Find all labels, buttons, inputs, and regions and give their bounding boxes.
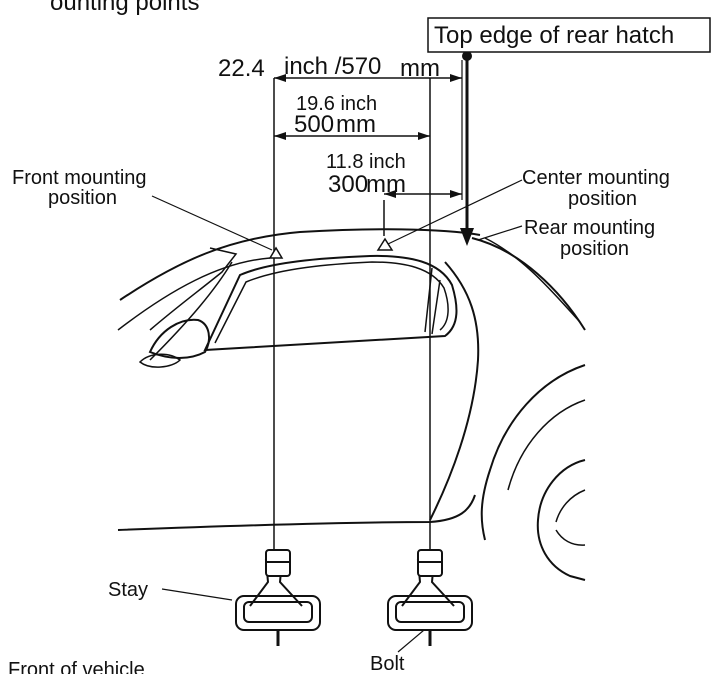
stay-label: Stay (108, 579, 148, 601)
roof-line (119, 228, 481, 301)
front-leader (151, 195, 273, 251)
top-edge-label: Top edge of rear hatch (434, 22, 674, 49)
dim-300-mm-unit: mm (366, 171, 406, 198)
dimension-lines (273, 77, 462, 555)
dim-300-mm-num: 300 (328, 171, 368, 198)
dim-500-inch: 19.6 inch (296, 93, 377, 115)
wheel-spokes (555, 489, 586, 546)
center-mount-marker (376, 237, 394, 251)
leader-lines (151, 179, 523, 653)
top-edge-pointer-arrowhead (460, 228, 474, 246)
dim-570-inch-num: 22.4 (218, 55, 265, 82)
car-outline (117, 228, 586, 581)
rear-mount-label-1: Rear mounting (524, 217, 655, 239)
side-window (203, 254, 458, 352)
door-rear-curve (429, 261, 480, 521)
side-mirror-base (138, 353, 182, 368)
dim-300-inch: 11.8 inch (326, 151, 406, 173)
center-leader (387, 179, 523, 245)
rear-wheel-arch-inner (507, 399, 586, 491)
dimension-arrows (274, 74, 462, 198)
roof-inner-line (117, 257, 271, 331)
rear-wheel-arch (480, 364, 586, 541)
dim-500-mm-num: 500 (294, 111, 334, 138)
front-mount-label-1: Front mounting (12, 167, 147, 189)
rear-leader (477, 225, 523, 241)
top-edge-box (427, 17, 711, 53)
center-mount-label-2: position (568, 188, 637, 210)
header-title: ounting points (50, 0, 199, 16)
stay-bracket-rear (387, 549, 473, 646)
windshield-inner (149, 261, 233, 361)
dim-570-inch-unit: inch /570 (284, 53, 381, 80)
side-window-inner (214, 261, 449, 344)
stay-leader (161, 588, 233, 601)
arrow-500-left (274, 132, 286, 140)
stay-bracket-front (235, 549, 321, 646)
b-pillar (424, 267, 441, 335)
rear-mount-label-2: position (560, 238, 629, 260)
side-mirror (148, 318, 211, 359)
top-edge-pointer-dot (462, 51, 472, 61)
front-of-vehicle-label: Front of vehicle (8, 659, 145, 674)
center-mount-label-1: Center mounting (522, 167, 670, 189)
arrow-500-right (418, 132, 430, 140)
arrow-300-right (450, 190, 462, 198)
dim-570-mm-unit: mm (400, 55, 440, 82)
lower-body-line (117, 494, 476, 531)
arrow-570-left (274, 74, 286, 82)
arrow-300-left (384, 190, 396, 198)
arrow-570-right (450, 74, 462, 82)
rear-hatch-glass-inner (484, 237, 581, 323)
front-mount-label-2: position (48, 187, 117, 209)
front-mount-marker (268, 246, 284, 259)
wheel-rim (536, 459, 586, 581)
bolt-label: Bolt (370, 653, 405, 674)
windshield (149, 247, 238, 331)
dim-500-mm-unit: mm (336, 111, 376, 138)
